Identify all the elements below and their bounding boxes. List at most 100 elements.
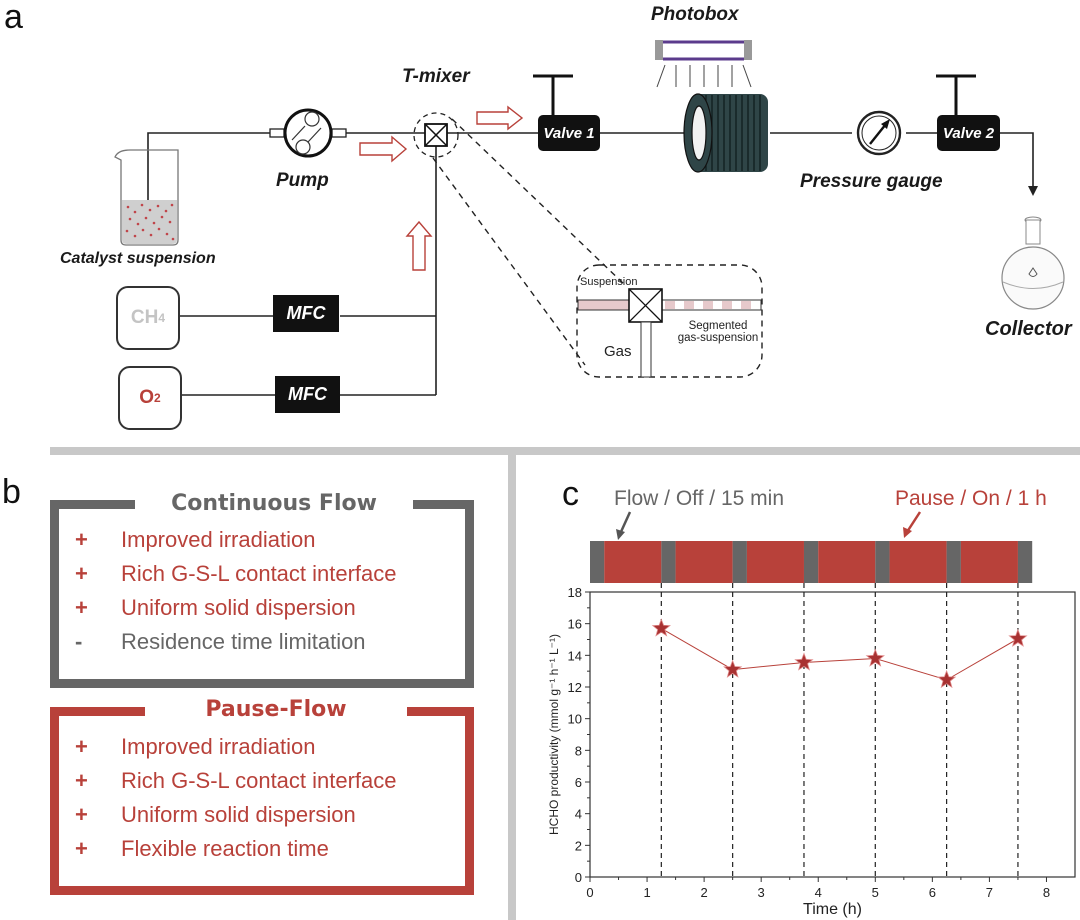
- valve2-to-collector-line: [1000, 132, 1034, 188]
- y-tick-label: 8: [575, 743, 582, 758]
- timeline-pause-segment: [746, 541, 804, 583]
- timeline-pause-segment: [818, 541, 876, 583]
- label-pressure-gauge: Pressure gauge: [800, 171, 943, 192]
- plot-frame: [589, 591, 1076, 878]
- timeline-pause-segment: [889, 541, 947, 583]
- list-item-text: Uniform solid dispersion: [121, 802, 356, 827]
- timeline-flow-segment: [661, 541, 676, 583]
- y-tick-label: 6: [575, 775, 582, 790]
- valve-2-button: Valve 2: [937, 115, 1000, 151]
- o2-subscript: 2: [154, 391, 161, 405]
- plus-icon: +: [75, 768, 88, 793]
- flow-diagram: [114, 40, 1065, 396]
- inset-label-segmented: Segmented gas-suspension: [670, 320, 766, 344]
- plus-icon: +: [75, 561, 88, 586]
- annotation-pause: Pause / On / 1 h: [895, 487, 1047, 510]
- inset-label-segmented-1: Segmented: [688, 320, 748, 332]
- continuous-flow-title: Continuous Flow: [135, 491, 413, 516]
- y-tick-label: 2: [575, 838, 582, 853]
- series-line: [661, 627, 1019, 681]
- plus-icon: +: [75, 802, 88, 827]
- list-item: +Rich G-S-L contact interface: [75, 768, 397, 794]
- panel-letter-c: c: [562, 475, 579, 513]
- pump-icon: [269, 108, 347, 158]
- ch4-subscript: 4: [158, 311, 166, 325]
- collector-flask-icon: [1001, 216, 1065, 310]
- pause-annotation-arrow: [905, 511, 922, 533]
- inset-connector-lines: [432, 118, 626, 366]
- ch4-label: CH: [130, 307, 159, 328]
- pause-arrow-head-icon: [903, 527, 912, 538]
- list-item-text: Uniform solid dispersion: [121, 595, 356, 620]
- y-tick-label: 10: [568, 712, 582, 727]
- y-tick-label: 12: [568, 680, 582, 695]
- x-tick-label: 3: [758, 885, 765, 900]
- inset-label-segmented-2: gas-suspension: [677, 332, 759, 344]
- list-item: + Improved irradiation: [75, 527, 315, 553]
- flow-arrow-right-icon: [359, 135, 408, 163]
- data-point-star: [794, 652, 814, 671]
- flow-arrow-right-icon: [476, 105, 524, 131]
- timeline-flow-segment: [732, 541, 747, 583]
- valve-2-icon: [936, 74, 976, 116]
- inset-label-gas: Gas: [604, 343, 632, 360]
- mfc-ch4: MFC: [273, 295, 339, 332]
- timeline-pause-segment: [675, 541, 733, 583]
- list-item-text: Improved irradiation: [121, 734, 316, 759]
- label-pump: Pump: [276, 170, 329, 191]
- flow-arrow-head-icon: [616, 529, 625, 540]
- list-item: + Uniform solid dispersion: [75, 595, 356, 621]
- y-tick-label: 0: [575, 870, 582, 885]
- timeline-pause-segment: [960, 541, 1018, 583]
- separator-vertical: [508, 455, 516, 920]
- timeline-flow-segment: [946, 541, 961, 583]
- data-point-star: [723, 659, 743, 678]
- x-tick-label: 2: [701, 885, 708, 900]
- timeline-bar: [590, 541, 1033, 583]
- pressure-gauge-icon: [856, 110, 902, 156]
- timeline-flow-segment: [803, 541, 819, 583]
- x-tick-label: 0: [586, 885, 593, 900]
- minus-icon: -: [75, 629, 83, 654]
- x-tick-label: 7: [986, 885, 993, 900]
- data-point-star: [651, 618, 671, 637]
- inset-label-suspension: Suspension: [580, 276, 638, 288]
- list-item-text: Residence time limitation: [121, 629, 366, 654]
- data-point-star: [865, 648, 885, 667]
- plus-icon: +: [75, 527, 88, 552]
- mfc-o2: MFC: [275, 376, 340, 413]
- x-tick-label: 8: [1043, 885, 1050, 900]
- list-item: + Rich G-S-L contact interface: [75, 561, 397, 587]
- y-tick-label: 4: [575, 807, 582, 822]
- list-item-text: Rich G-S-L contact interface: [121, 561, 397, 586]
- beaker-icon: [114, 149, 179, 246]
- arrow-down-icon: [1028, 186, 1038, 196]
- valve-1-button: Valve 1: [538, 115, 600, 151]
- inset-detail: [576, 264, 763, 378]
- y-axis-label: HCHO productivity (mmol g⁻¹ h⁻¹ L⁻¹): [547, 634, 561, 835]
- reactor-coil-icon: [683, 93, 768, 173]
- timeline-flow-segment: [590, 541, 605, 583]
- photobox-lamp-icon: [655, 40, 752, 88]
- x-tick-label: 1: [643, 885, 650, 900]
- data-point-star: [1008, 628, 1028, 647]
- plus-icon: +: [75, 595, 88, 620]
- x-tick-label: 4: [815, 885, 822, 900]
- panel-letter-b: b: [2, 473, 21, 511]
- valve-1-icon: [533, 74, 573, 116]
- x-tick-label: 6: [929, 885, 936, 900]
- plus-icon: +: [75, 734, 88, 759]
- gas-arrow-up-icon: [405, 220, 433, 271]
- label-catalyst-suspension: Catalyst suspension: [60, 250, 216, 267]
- list-item-text: Improved irradiation: [121, 527, 316, 552]
- timeline-flow-segment: [1017, 541, 1033, 583]
- label-t-mixer: T-mixer: [402, 66, 470, 87]
- x-axis-label: Time (h): [803, 901, 862, 918]
- pause-flow-title: Pause-Flow: [145, 697, 407, 722]
- timeline-pause-segment: [604, 541, 662, 583]
- y-tick-label: 16: [568, 617, 582, 632]
- list-item: + Uniform solid dispersion: [75, 802, 356, 828]
